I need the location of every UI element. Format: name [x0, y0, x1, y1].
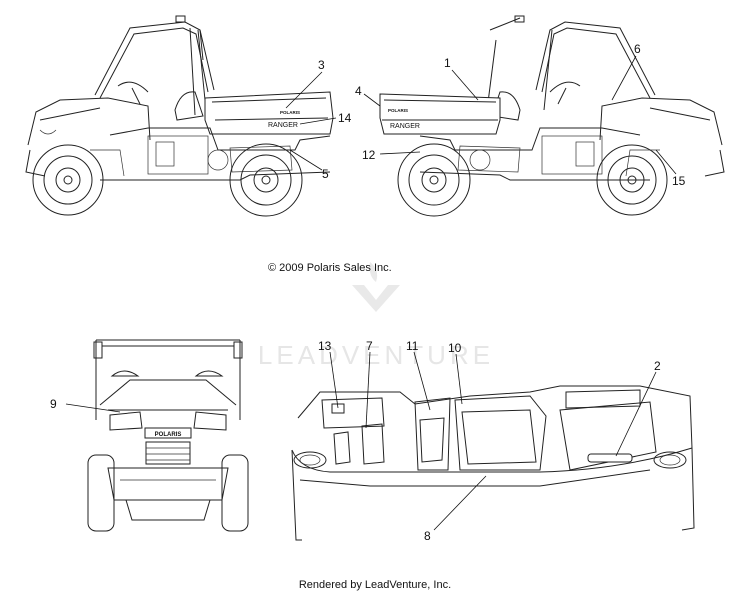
callout-labels: 3 14 5 1 4 6 12 15 9 13 7 11 10	[50, 42, 686, 543]
callout-9: 9	[50, 397, 57, 411]
callout-5: 5	[322, 167, 329, 181]
callout-8: 8	[424, 529, 431, 543]
bed-left-brand: POLARIS	[280, 110, 300, 115]
callout-13: 13	[318, 339, 332, 353]
callout-12: 12	[362, 148, 376, 162]
callout-6: 6	[634, 42, 641, 56]
callout-15: 15	[672, 174, 686, 188]
callout-3: 3	[318, 58, 325, 72]
dashboard-view	[291, 385, 695, 541]
footer-text: Rendered by LeadVenture, Inc.	[299, 579, 451, 591]
callout-4: 4	[355, 84, 362, 98]
callout-1: 1	[444, 56, 451, 70]
bed-right-brand: POLARIS	[388, 108, 408, 113]
watermark: LEADVENTURE	[258, 262, 494, 370]
bed-left-model: RANGER	[268, 122, 298, 129]
copyright-text: © 2009 Polaris Sales Inc.	[268, 262, 392, 274]
callout-14: 14	[338, 111, 352, 125]
bed-right-model: RANGER	[390, 123, 420, 130]
callout-2: 2	[654, 359, 661, 373]
watermark-text: LEADVENTURE	[258, 340, 494, 370]
callout-11: 11	[406, 339, 419, 353]
vehicle-right-side-view: POLARIS RANGER	[379, 15, 725, 217]
callout-7: 7	[366, 339, 373, 353]
dash-decal	[587, 453, 633, 463]
vehicle-left-side-view: POLARIS RANGER	[25, 15, 334, 217]
leadventure-logo-icon	[352, 262, 400, 312]
front-grille-brand: POLARIS	[155, 432, 182, 438]
callout-10: 10	[448, 341, 462, 355]
vehicle-front-view: POLARIS	[87, 339, 249, 532]
